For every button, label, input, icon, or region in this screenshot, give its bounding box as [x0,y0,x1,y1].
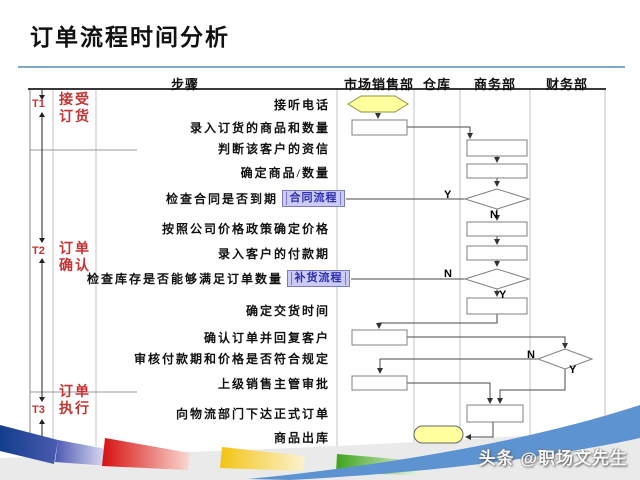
terminator-ship-out [413,425,464,444]
process-supervisor-approve [351,375,408,391]
column-header-warehouse: 仓库 [422,77,451,92]
watermark: 头条 @职场文先生 [478,449,628,468]
process-enter-order [351,119,408,136]
step-label: 判断该客户的资信 [217,142,330,156]
decision-audit [536,348,594,370]
subprocess-replenish-flow: 补货流程 [287,270,350,287]
start-hexagon [347,95,409,113]
ribbon-violet [55,440,112,466]
decision-stock-enough [463,268,531,290]
blue-swoosh [248,405,640,480]
branch-audit-no: N [527,349,535,361]
step-label: 上级销售主管审批 [217,377,330,391]
subprocess-replenish-label: 补货流程 [291,272,346,285]
phase-label-order-execute: 订单执行 [59,385,91,417]
phase-marker-t3: T3 [32,404,45,416]
branch-stock-no: N [444,268,452,280]
step-label: 检查库存是否能够满足订单数量 [86,272,283,286]
column-header-commerce: 商务部 [473,77,516,92]
decision-contract-due [463,188,531,210]
phase-marker-t1: T1 [32,98,45,110]
process-set-price [466,221,528,237]
ribbon-yellow [220,447,305,471]
column-header-sales: 市场销售部 [343,77,414,92]
column-header-finance: 财务部 [545,77,588,92]
branch-stock-yes: Y [499,289,507,301]
header-underline [28,88,606,90]
step-label: 确定交货时间 [245,304,330,318]
step-label: 审核付款期和价格是否符合规定 [133,352,330,366]
subprocess-contract-label: 合同流程 [286,192,341,205]
step-label: 向物流部门下达正式订单 [175,407,330,421]
flow-shapes [347,95,594,444]
ribbon-navy [0,425,58,464]
branch-audit-yes: Y [569,364,577,376]
step-label: 确认订单并回复客户 [203,331,330,345]
swimlane-gridlines [29,90,606,446]
subprocess-contract-flow: 合同流程 [282,190,345,207]
branch-contract-yes: Y [444,189,452,201]
step-label: 检查合同是否到期 [165,192,278,206]
step-label: 录入客户的付款期 [217,247,330,261]
step-label: 接听电话 [273,98,330,112]
timeline-arrows [39,90,45,445]
footer-ribbons [0,425,420,475]
step-label: 确定商品/数量 [240,166,330,180]
column-header-steps: 步骤 [170,77,199,92]
phase-label-order-confirm: 订单确认 [59,242,91,274]
process-confirm-goods [466,163,528,179]
branch-contract-no: N [490,209,498,221]
flow-connectors [346,113,568,440]
phase-label-accept-order: 接受订货 [59,93,91,125]
ribbon-red [102,438,190,470]
process-confirm-reply [351,329,408,346]
title-divider [18,66,625,68]
process-set-delivery-time [466,297,528,315]
page-title: 订单流程时间分析 [30,24,230,50]
step-label: 商品出库 [273,431,330,445]
step-label: 按照公司价格政策确定价格 [161,222,330,236]
phase-marker-t2: T2 [32,245,45,257]
process-check-credit [466,139,528,157]
step-label: 录入订货的商品和数量 [189,121,330,135]
process-issue-order [466,404,524,423]
process-enter-payment-term [466,245,528,261]
